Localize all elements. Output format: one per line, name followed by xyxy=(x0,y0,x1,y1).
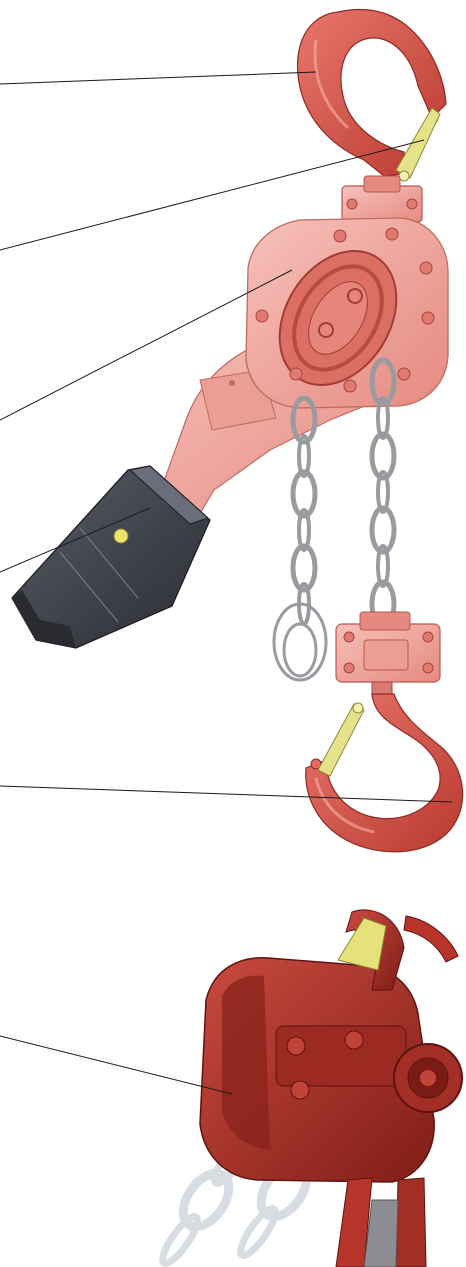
grip-button xyxy=(114,529,128,543)
bolt xyxy=(398,368,410,380)
render-latch xyxy=(338,918,386,970)
bolt xyxy=(256,310,268,322)
detail-render xyxy=(157,910,462,1267)
bolt xyxy=(290,368,302,380)
leader-detail xyxy=(0,1036,232,1094)
lever-handle-grip xyxy=(12,466,210,648)
top-hook xyxy=(298,10,447,176)
leader-bottom-hook xyxy=(0,786,452,802)
bottom-hook-latch xyxy=(318,703,364,776)
bolt xyxy=(386,228,398,240)
bolt xyxy=(422,312,434,324)
bottom-hook-block xyxy=(336,612,440,696)
top-bracket xyxy=(342,176,422,222)
gearbox-housing xyxy=(246,218,448,408)
chain-right xyxy=(372,360,394,626)
leader-top-hook xyxy=(0,72,316,84)
bolt xyxy=(420,262,432,274)
bolt xyxy=(344,380,356,392)
top-hook-latch xyxy=(396,108,440,181)
bolt xyxy=(334,230,346,242)
